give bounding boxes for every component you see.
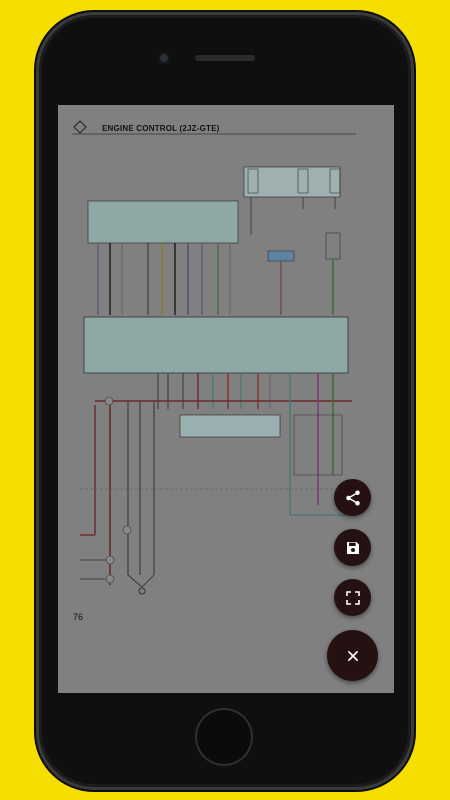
close-button[interactable]: [327, 630, 378, 681]
home-button[interactable]: [195, 708, 253, 766]
wiring-diagram: [72, 120, 358, 595]
save-icon: [346, 541, 359, 554]
earpiece-speaker: [195, 55, 255, 61]
page-number: 76: [73, 612, 84, 622]
fullscreen-button[interactable]: [334, 579, 371, 616]
share-icon: [345, 490, 360, 505]
close-icon: [347, 650, 358, 661]
fullscreen-icon: [345, 590, 360, 605]
front-camera: [158, 52, 170, 64]
save-button[interactable]: [334, 529, 371, 566]
document-title: ENGINE CONTROL (2JZ-GTE): [102, 124, 220, 133]
share-button[interactable]: [334, 479, 371, 516]
